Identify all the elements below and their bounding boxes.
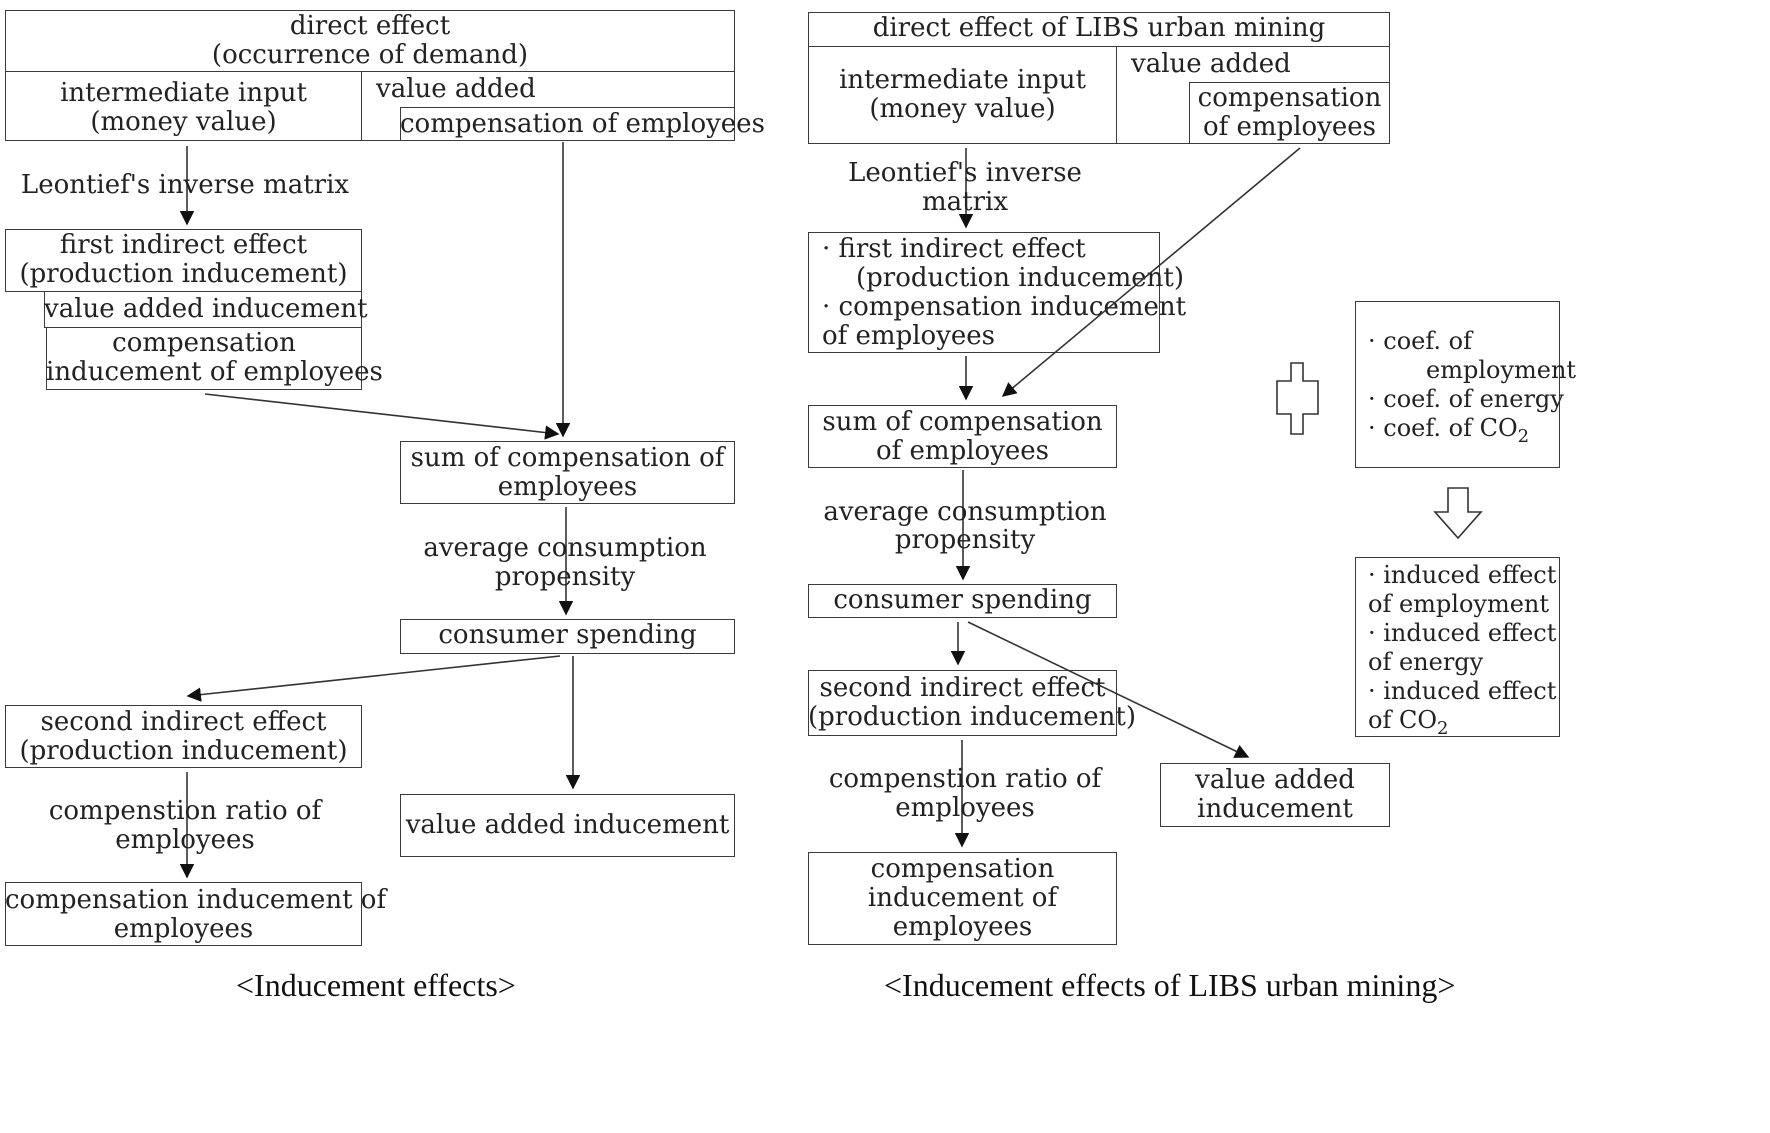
right-induced-line6-sub: 2 [1437,717,1449,739]
right-compensation-ratio-line2: employees [895,793,1035,823]
left-intermediate-input-line2: (money value) [90,107,277,137]
left-compensation-inducement-box [46,327,362,390]
left-direct-effect-line1: direct effect [289,11,451,41]
left-first-indirect-line2: (production inducement) [19,259,348,289]
left-intermediate-input-line1: intermediate input [60,78,307,108]
right-value-added-inducement-line1: value added [1195,765,1355,795]
right-leontief-line1: Leontief's inverse [848,158,1082,188]
right-compensation-ratio-line1: compenstion ratio of [828,764,1102,794]
right-first-indirect-line4: of employees [822,321,995,351]
left-second-indirect-box [5,705,362,768]
right-coefficients-box [1355,301,1560,468]
left-consumer-spending-box [400,619,735,654]
left-direct-effect-box [5,10,735,72]
right-intermediate-input-box [808,46,1117,144]
left-first-indirect-box [5,229,362,292]
left-compensation-ratio-line2: employees [115,825,255,855]
left-value-added-inducement-2-box [400,794,735,857]
right-leontief-line2: matrix [921,187,1008,217]
left-arrow-inducement-to-sum [204,393,560,440]
left-compensation-inducement-2-box [5,882,362,946]
left-sum-compensation-line2: employees [497,472,638,502]
left-compensation-inducement-2-line1: compensation inducement of [5,885,387,915]
left-compensation-ratio-line1: compenstion ratio of [48,796,322,826]
left-value-added-inducement-2-label: value added inducement [405,810,730,840]
left-compensation-inducement-2-line2: employees [113,914,254,944]
right-compensation-box [1189,82,1390,144]
right-consumer-spending-box [808,584,1117,618]
right-induced-line6: of CO2 [1368,704,1448,745]
right-compensation-inducement-line1: compensation [870,854,1055,884]
hollow-down-arrow-icon [1433,487,1483,540]
plus-icon [1276,362,1319,435]
right-compensation-line2: of employees [1203,112,1376,142]
right-induced-box [1355,557,1560,737]
right-induced-line6-text: of CO [1368,706,1437,734]
right-avg-consumption-line1: average consumption [823,497,1107,527]
left-avg-consumption-line2: propensity [494,562,636,592]
left-sum-compensation-box [400,441,735,504]
right-direct-effect-label: direct effect of LIBS urban mining [872,13,1326,43]
right-compensation-inducement-line3: employees [892,912,1033,942]
left-value-added-inducement-label: value added inducement [44,294,368,324]
left-compensation-inducement-line1: compensation [112,328,296,358]
right-compensation-inducement-line2: inducement of [867,883,1058,913]
right-value-added-inducement-box [1160,763,1390,827]
right-coefficients-line4-text: · coef. of CO [1368,414,1518,442]
left-leontief-label: Leontief's inverse matrix [20,170,350,200]
right-coefficients-line1: · coef. of [1368,327,1472,355]
right-coefficients-line4: · coef. of CO2 [1368,412,1529,453]
left-direct-effect-line2: (occurrence of demand) [211,40,529,70]
left-avg-consumption-line1: average consumption [423,533,707,563]
left-value-added-label: value added [376,74,536,104]
right-caption: <Inducement effects of LIBS urban mining… [884,967,1456,1003]
left-second-indirect-line2: (production inducement) [19,736,348,766]
right-sum-compensation-box [808,405,1117,468]
right-compensation-inducement-box [808,852,1117,945]
left-first-indirect-line1: first indirect effect [59,230,308,260]
left-sum-compensation-line1: sum of compensation of [410,443,725,473]
right-induced-line3: · induced effect [1368,619,1557,647]
left-compensation-box [400,107,735,141]
left-consumer-spending-label: consumer spending [438,620,697,650]
left-intermediate-input-box [5,71,362,141]
left-compensation-inducement-line2: inducement of employees [46,357,383,387]
right-consumer-spending-label: consumer spending [833,585,1092,615]
left-compensation-label: compensation of employees [400,109,765,139]
right-coefficients-line3: · coef. of energy [1368,385,1564,413]
right-induced-line1: · induced effect [1368,561,1557,589]
right-value-added-label: value added [1131,49,1291,79]
right-coefficients-line2: employment [1426,356,1577,384]
right-intermediate-input-line2: (money value) [869,94,1056,124]
right-compensation-line1: compensation [1197,83,1382,113]
left-value-added-inducement-box [44,291,362,328]
right-avg-consumption-line2: propensity [894,525,1036,555]
right-coefficients-line4-sub: 2 [1517,425,1530,447]
left-caption: <Inducement effects> [236,967,516,1003]
right-induced-line2: of employment [1368,590,1550,618]
right-sum-compensation-line1: sum of compensation [822,407,1103,437]
left-arrow-consumer-to-second [186,655,561,702]
right-intermediate-input-line1: intermediate input [839,65,1086,95]
right-sum-compensation-line2: of employees [876,436,1049,466]
right-induced-line5: · induced effect [1368,677,1557,705]
right-second-indirect-line2: (production inducement) [808,702,1137,732]
right-induced-line4: of energy [1368,648,1484,676]
right-value-added-inducement-line2: inducement [1197,794,1353,824]
left-second-indirect-line1: second indirect effect [40,707,327,737]
